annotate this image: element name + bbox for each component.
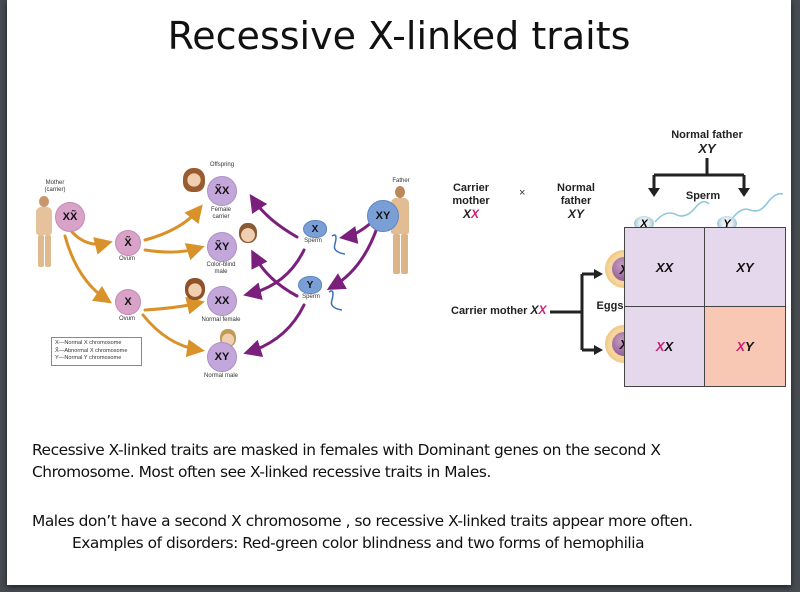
label-line2: male bbox=[214, 269, 228, 275]
arrow-ovum2-to-normal-male bbox=[141, 313, 205, 358]
female-face-icon bbox=[183, 168, 205, 192]
sperm-tail-y bbox=[328, 290, 343, 311]
legend-item: X—Normal X chromosome bbox=[55, 340, 122, 346]
sperm-label: Sperm bbox=[685, 190, 721, 202]
offspring-colorblind-male-label: Color-blind male bbox=[197, 262, 245, 276]
offspring-female-carrier-circle: X̃X bbox=[207, 176, 237, 206]
heading-line1: Carrier bbox=[452, 182, 490, 194]
male-face-icon bbox=[239, 223, 257, 243]
allele-normal: X bbox=[462, 207, 471, 221]
heading-line1: Normal bbox=[557, 182, 595, 194]
paragraph-1: Recessive X-linked traits are masked in … bbox=[32, 439, 661, 483]
mother-label-line2: (carrier) bbox=[44, 187, 66, 193]
label-line1: Female bbox=[210, 207, 231, 213]
normal-father-heading: Normal father XY bbox=[552, 182, 600, 221]
offspring-label: Offspring bbox=[209, 162, 235, 168]
mother-genotype-circle: XX̃ bbox=[55, 202, 85, 232]
allele-normal: X bbox=[530, 303, 539, 317]
paragraph-1-line-1: Recessive X-linked traits are masked in … bbox=[32, 441, 661, 459]
offspring-normal-male-label: Normal male bbox=[203, 373, 238, 379]
allele-b: Y bbox=[745, 259, 754, 275]
allele-recessive: X bbox=[471, 207, 480, 221]
offspring-normal-female-label: Normal female bbox=[201, 317, 241, 323]
carrier-mother-genotype: XX bbox=[447, 208, 495, 221]
side-mother-text: Carrier mother bbox=[451, 305, 528, 317]
legend-item: Y—Normal Y chromosome bbox=[55, 355, 122, 361]
girl-face-icon bbox=[185, 278, 205, 300]
top-father-genotype: XY bbox=[698, 141, 716, 156]
allele-b: X bbox=[664, 339, 674, 354]
sperm-x-head: X bbox=[303, 220, 327, 238]
offspring-colorblind-male-circle: X̃Y bbox=[207, 232, 237, 262]
legend-item: X̃—Abnormal X chromosome bbox=[55, 347, 128, 354]
allele-b: X bbox=[664, 259, 674, 275]
side-mother-label: Carrier mother XX bbox=[451, 304, 581, 318]
allele-a: X bbox=[655, 339, 665, 354]
label-line2: carrier bbox=[212, 214, 230, 220]
top-father-label: Normal father bbox=[671, 129, 743, 141]
allele-a: X bbox=[736, 259, 745, 275]
ovum-1-label: Ovum bbox=[118, 256, 135, 262]
sperm-tail-x bbox=[331, 234, 346, 255]
offspring-female-carrier-label: Female carrier bbox=[201, 207, 241, 221]
sperm-tail-top-x bbox=[654, 200, 710, 223]
cross-symbol: × bbox=[519, 187, 526, 199]
allele-b: Y bbox=[745, 339, 754, 354]
offspring-normal-female-circle: XX bbox=[207, 286, 237, 316]
normal-father-genotype: XY bbox=[567, 207, 584, 221]
arrow-spermY-to-colorblind bbox=[251, 249, 299, 298]
heading-line2: mother bbox=[452, 195, 490, 207]
carrier-mother-heading: Carrier mother XX bbox=[447, 182, 495, 221]
sperm-y-head: Y bbox=[298, 276, 322, 294]
sperm-y-label: Sperm bbox=[302, 294, 320, 300]
punnett-brackets bbox=[550, 158, 784, 355]
label-line1: Color-blind bbox=[206, 262, 236, 268]
paragraph-1-line-2: Chromosome. Most often see X-linked rece… bbox=[32, 463, 491, 481]
top-father-heading: Normal father XY bbox=[657, 129, 757, 155]
arrow-mother-to-ovum2 bbox=[63, 234, 112, 304]
mother-label-line1: Mother bbox=[45, 180, 65, 186]
allele-a: X bbox=[655, 259, 665, 275]
arrow-father-to-spermY bbox=[326, 226, 379, 290]
paragraph-2: Males don’t have a second X chromosome ,… bbox=[32, 510, 693, 554]
arrow-spermX-to-normal-female bbox=[243, 248, 306, 300]
sperm-x-label: Sperm bbox=[304, 238, 322, 244]
slide: Recessive X-linked traits bbox=[7, 0, 791, 585]
father-genotype-circle: XY bbox=[367, 200, 399, 232]
chromosome-legend: X—Normal X chromosome X̃—Abnormal X chro… bbox=[51, 337, 142, 366]
paragraph-2-line-2: Examples of disorders: Red-green color b… bbox=[72, 534, 645, 552]
arrow-ovum2-to-normal-female bbox=[143, 296, 205, 315]
arrow-ovum1-to-carrier bbox=[143, 204, 203, 242]
eggs-label: Eggs bbox=[596, 300, 624, 312]
ovum-1-circle: X̃ bbox=[115, 230, 141, 256]
offspring-normal-male-circle: XY bbox=[207, 342, 237, 372]
sperm-tail-top-y bbox=[729, 192, 784, 223]
slide-title: Recessive X-linked traits bbox=[167, 14, 631, 58]
arrow-mother-to-ovum1 bbox=[70, 230, 113, 255]
mother-label: Mother (carrier) bbox=[35, 180, 75, 194]
arrow-ovum1-to-colorblind bbox=[143, 243, 205, 261]
allele-recessive: X bbox=[538, 303, 547, 317]
diagram-arrows bbox=[63, 194, 379, 358]
ovum-2-label: Ovum bbox=[118, 316, 135, 322]
heading-line2: father bbox=[560, 195, 592, 207]
paragraph-2-line-1: Males don’t have a second X chromosome ,… bbox=[32, 512, 693, 530]
ovum-2-circle: X bbox=[115, 289, 141, 315]
arrow-spermY-to-normal-male bbox=[243, 303, 306, 357]
father-label: Father bbox=[392, 178, 410, 184]
mother-figure-icon bbox=[34, 196, 54, 276]
arrow-spermX-to-carrier bbox=[249, 194, 299, 239]
allele-a: X bbox=[736, 339, 745, 354]
